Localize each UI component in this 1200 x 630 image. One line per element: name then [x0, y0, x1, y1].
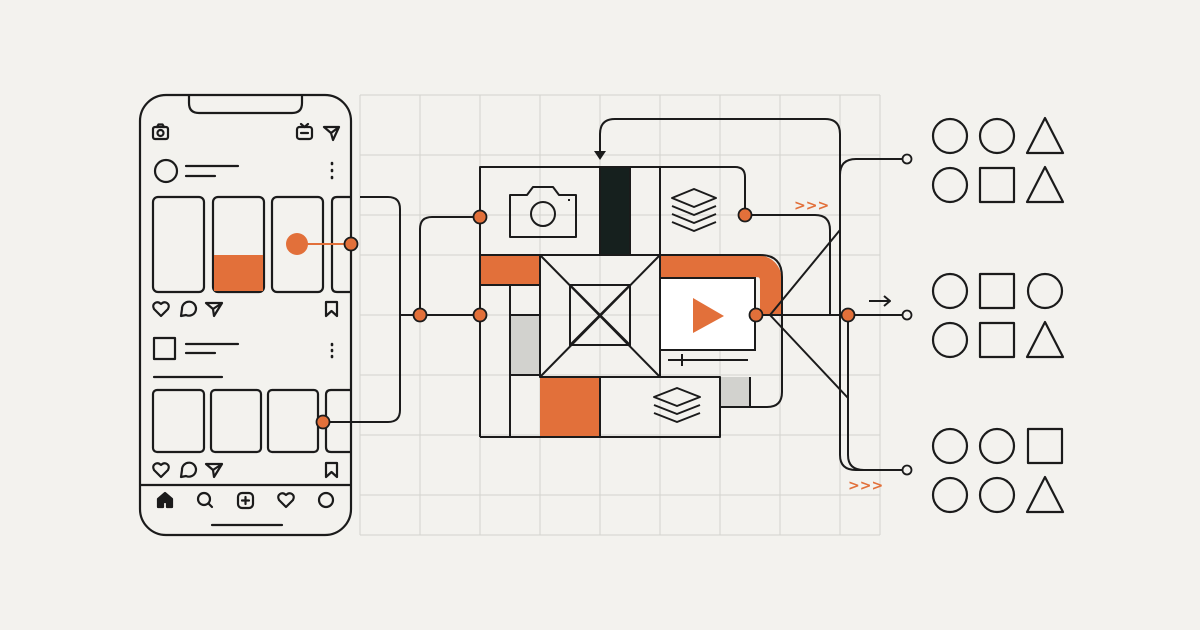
- shape-group-3: [931, 427, 1065, 514]
- junction-dot: [315, 414, 331, 430]
- circle-shape: [1026, 272, 1064, 310]
- phone-notch: [187, 94, 304, 115]
- square-shape: [978, 166, 1016, 204]
- username-line: [184, 342, 240, 355]
- circle-shape: [931, 272, 969, 310]
- bookmark-icon[interactable]: [324, 300, 339, 318]
- camera-icon[interactable]: [509, 186, 577, 238]
- phone-body: [138, 93, 353, 537]
- junction-dot: [472, 209, 488, 225]
- video-scrubber[interactable]: [668, 354, 748, 366]
- flow-arrowhead: [594, 151, 606, 160]
- endpoint-dots: [901, 153, 913, 476]
- username-line: [184, 164, 240, 178]
- camera-icon[interactable]: [151, 123, 170, 141]
- heart-icon[interactable]: [152, 301, 170, 318]
- avatar[interactable]: [153, 158, 179, 184]
- junction-dot: [840, 307, 856, 323]
- hub-accent-pipe: [660, 255, 782, 315]
- comment-icon[interactable]: [179, 461, 198, 479]
- triangle-shape: [1025, 165, 1065, 204]
- layers-icon[interactable]: [653, 387, 701, 423]
- story-highlight-dot: [286, 233, 308, 255]
- circle-shape: [931, 427, 969, 465]
- endpoint-dot: [901, 309, 913, 321]
- square-shape: [1026, 427, 1064, 465]
- circle-shape: [978, 427, 1016, 465]
- central-hub: [479, 166, 783, 438]
- endpoint-dot: [901, 464, 913, 476]
- share-icon[interactable]: [204, 301, 224, 318]
- heart-icon[interactable]: [152, 462, 170, 479]
- story-frame[interactable]: [211, 195, 266, 294]
- hub-accent-block: [540, 377, 600, 437]
- hub-muted-block: [510, 315, 540, 375]
- media-frame[interactable]: [209, 388, 263, 454]
- phone-mockup: [138, 93, 353, 537]
- endpoint-dot: [901, 153, 913, 165]
- junction-dot: [472, 307, 488, 323]
- square-shape: [978, 321, 1016, 359]
- hub-dark-bar: [600, 167, 630, 255]
- junction-dot: [737, 207, 753, 223]
- bookmark-icon[interactable]: [324, 461, 339, 479]
- shape-group-1: [931, 116, 1065, 204]
- circle-shape: [931, 321, 969, 359]
- flow-chevrons: >>>: [848, 478, 883, 494]
- comment-icon[interactable]: [179, 300, 198, 318]
- triangle-shape: [1025, 320, 1065, 359]
- junction-dot: [748, 307, 764, 323]
- add-post-icon[interactable]: [236, 491, 255, 510]
- heart-icon[interactable]: [277, 492, 295, 509]
- square-shape: [978, 272, 1016, 310]
- flow-chevrons: >>>: [794, 198, 829, 214]
- hub-muted-block: [720, 377, 750, 407]
- circle-shape: [978, 117, 1016, 155]
- connector-lines: [323, 196, 480, 423]
- junction-dot: [412, 307, 428, 323]
- play-icon[interactable]: [693, 298, 724, 333]
- profile-icon[interactable]: [317, 491, 335, 509]
- story-progress-fill: [214, 255, 263, 291]
- layers-icon[interactable]: [671, 188, 717, 232]
- output-shape-groups: [931, 116, 1065, 514]
- placeholder-cross-icon: [569, 284, 631, 346]
- hub-accent-block: [480, 255, 540, 285]
- connector-lines-right: [599, 118, 907, 471]
- circle-shape: [931, 476, 969, 514]
- share-icon[interactable]: [204, 462, 224, 479]
- story-frame[interactable]: [151, 195, 206, 294]
- circle-shape: [978, 476, 1016, 514]
- video-player[interactable]: [659, 277, 756, 366]
- igtv-icon[interactable]: [295, 122, 314, 141]
- shape-group-2: [931, 272, 1065, 359]
- search-icon[interactable]: [196, 491, 214, 509]
- circle-shape: [931, 166, 969, 204]
- triangle-shape: [1025, 475, 1065, 514]
- junction-dot: [343, 236, 359, 252]
- circle-shape: [931, 117, 969, 155]
- media-frame[interactable]: [151, 388, 206, 454]
- home-icon[interactable]: [156, 491, 174, 509]
- triangle-shape: [1025, 116, 1065, 155]
- avatar-square[interactable]: [152, 336, 177, 361]
- junction-dots: [315, 207, 856, 430]
- send-icon[interactable]: [322, 125, 341, 142]
